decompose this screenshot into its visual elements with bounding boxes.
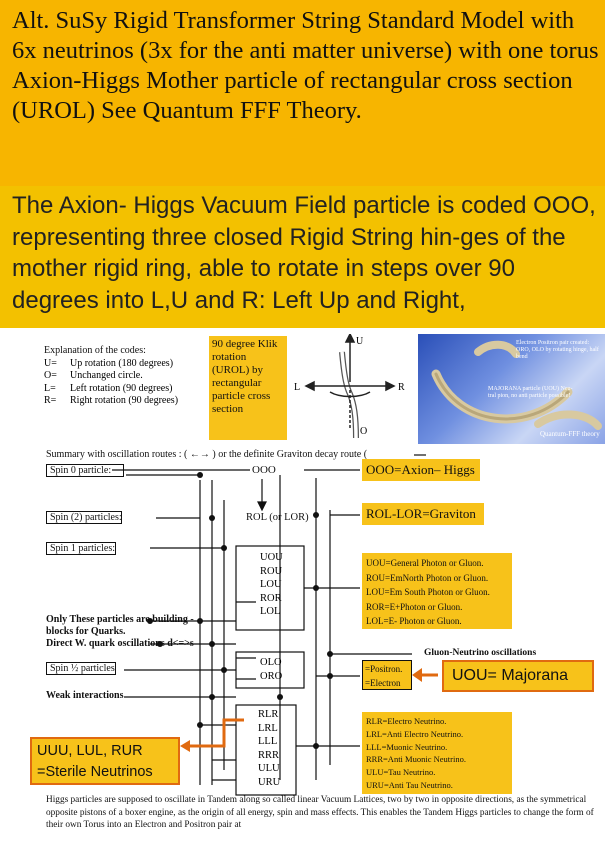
torus-photo-shapes: [431, 340, 602, 430]
code-rrr: RRR: [258, 749, 280, 761]
hinge-r-label: R: [398, 382, 405, 393]
torus-photo: Electron Positron pair created: ORO, OLO…: [418, 334, 605, 444]
code-lou: LOU: [260, 579, 282, 590]
legend-text: Left rotation (90 degrees): [70, 382, 173, 394]
legend-text: Up rotation (180 degrees): [70, 357, 174, 369]
code-group-1: UOU ROU LOU ROR LOL: [260, 551, 283, 619]
spin1-label: Spin 1 particles:: [46, 542, 116, 555]
hinge-sketch: U L R O: [294, 334, 405, 439]
code-ror: ROR: [260, 592, 282, 604]
code-olo: OLO: [260, 657, 282, 668]
neutrino-callout: RLR=Electro Neutrino. LRL=Anti Electro N…: [362, 712, 512, 794]
code-uou: UOU: [260, 552, 283, 563]
neutrino-row: RLR=Electro Neutrino.: [366, 716, 447, 726]
neutrino-row: RRR=Anti Muonic Neutrino.: [366, 754, 466, 765]
photo-caption-2: ORO, OLO by rotating hinge, half: [516, 347, 599, 353]
positron-row: =Positron.: [365, 664, 403, 674]
neutrino-row: LLL=Muonic Neutrino.: [366, 741, 448, 752]
code-group-2: OLO ORO: [260, 656, 282, 683]
blocks-label: blocks for Quarks.: [46, 626, 126, 637]
neutrino-row: LRL=Anti Electro Neutrino.: [366, 728, 464, 739]
legend-text: Right rotation (90 degrees): [70, 395, 179, 406]
sterile-line-2: =Sterile Neutrinos: [37, 764, 153, 780]
majorana-arrow: [412, 668, 438, 682]
spin2-label: Spin (2) particles:: [46, 511, 122, 524]
code-oro: ORO: [260, 670, 283, 682]
sterile-callout: UUU, LUL, RUR =Sterile Neutrinos: [30, 737, 180, 785]
code-lrl: LRL: [258, 722, 278, 734]
code-rlr: RLR: [258, 709, 279, 720]
photo-caption-1: Electron Positron pair created:: [516, 340, 590, 346]
hinge-u-label: U: [356, 336, 364, 347]
graviton-callout: ROL-LOR=Graviton: [362, 503, 484, 525]
photo-caption-3: bend: [516, 354, 528, 360]
title-banner: [0, 0, 605, 186]
subtitle-banner: [0, 186, 605, 328]
code-lll: LLL: [258, 736, 278, 747]
hinge-o-label: O: [360, 426, 367, 437]
photo-caption-4: MAJORANA particle (UOU) Neu-: [488, 386, 573, 392]
page-subtitle: The Axion- Higgs Vacuum Field particle i…: [12, 192, 596, 314]
photon-row: ROU=EmNorth Photon or Gluon.: [366, 572, 489, 583]
spin-half-label: Spin ½ particles: [46, 662, 116, 675]
majorana-callout: UOU= Majorana: [442, 660, 594, 692]
legend-text: Unchanged circle.: [70, 370, 143, 381]
neutrino-row: URU=Anti Tau Neutrino.: [366, 779, 453, 790]
axion-callout: OOO=Axion– Higgs: [362, 459, 480, 481]
direct-w-label: Direct W. quark oscillations d<=>s: [46, 638, 194, 649]
only-these-label: Only These particles are building -: [46, 614, 194, 625]
page-title: Alt. SuSy Rigid Transformer String Stand…: [12, 7, 599, 124]
photon-row: LOU=Em South Photon or Gluon.: [366, 587, 490, 597]
sterile-arrow: [180, 718, 244, 752]
gluon-neutrino-label: Gluon-Neutrino oscillations: [424, 648, 537, 658]
photo-caption-6: Quantum-FFF theory: [540, 430, 600, 438]
legend-heading: Explanation of the codes:: [44, 345, 146, 356]
code-uru: URU: [258, 776, 281, 788]
legend-row: R= Right rotation (90 degrees): [44, 395, 204, 408]
photo-caption-5: tral pion, no anti particle possible!: [488, 393, 571, 399]
weak-label: Weak interactions: [46, 690, 124, 701]
electron-row: =Electron: [365, 678, 401, 688]
legend-code: U=: [44, 357, 57, 369]
sterile-line-1: UUU, LUL, RUR: [37, 743, 143, 759]
footnote: Higgs particles are supposed to oscillat…: [46, 795, 594, 830]
code-rou: ROU: [260, 565, 283, 577]
photon-row: UOU=General Photon or Gluon.: [366, 558, 484, 568]
legend-code: O=: [44, 370, 57, 381]
photon-callout: UOU=General Photon or Gluon. ROU=EmNorth…: [362, 553, 512, 629]
spin0-label: Spin 0 particle:: [46, 464, 124, 477]
legend-row: L= Left rotation (90 degrees): [44, 383, 204, 396]
photon-row: ROR=E+Photon or Gluon.: [366, 601, 463, 612]
summary-line: Summary with oscillation routes : ( ←→ )…: [46, 449, 368, 460]
photon-row: LOL=E- Photon or Gluon.: [366, 616, 462, 626]
rotation-box: 90 degree Klik rotation (UROL) by rectan…: [209, 336, 287, 440]
hinge-l-label: L: [294, 382, 300, 393]
code-ulu: ULU: [258, 763, 280, 774]
code-group-3: RLR LRL LLL RRR ULU URU: [258, 708, 280, 789]
code-lol: LOL: [260, 606, 281, 617]
neutrino-row: ULU=Tau Neutrino.: [366, 767, 436, 778]
legend-code: L=: [44, 382, 56, 394]
legend-row: U= Up rotation (180 degrees): [44, 358, 204, 371]
explanation-legend: Explanation of the codes: U= Up rotation …: [44, 345, 204, 408]
positron-electron-callout: =Positron. =Electron: [362, 660, 412, 690]
code-rol: ROL (or LOR): [246, 512, 309, 523]
code-ooo: OOO: [252, 464, 276, 476]
legend-code: R=: [44, 395, 57, 406]
legend-row: O= Unchanged circle.: [44, 370, 204, 383]
